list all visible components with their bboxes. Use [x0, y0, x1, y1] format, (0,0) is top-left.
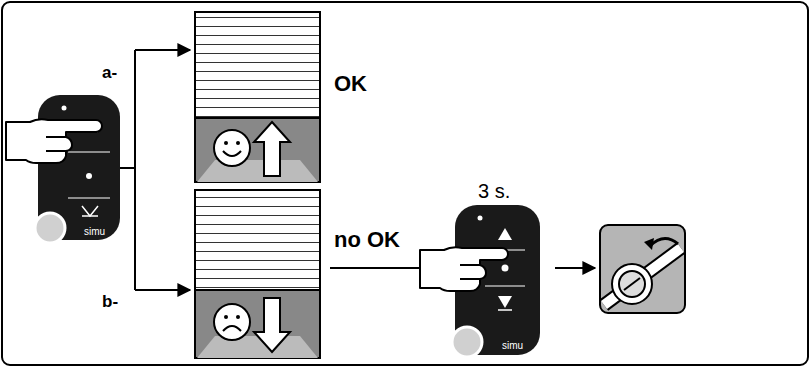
branch-arrows — [120, 50, 190, 290]
branch-label: a- — [102, 64, 117, 83]
remote-control — [35, 95, 120, 243]
shutter-down — [195, 190, 320, 358]
hand — [420, 247, 508, 291]
branch-label: b- — [102, 293, 118, 312]
flow-arrow — [555, 267, 595, 269]
brand-logo: simu — [502, 340, 523, 351]
status-label: no OK — [334, 228, 400, 252]
hand — [6, 119, 102, 163]
duration-label: 3 s. — [478, 180, 510, 202]
status-label: OK — [334, 72, 367, 96]
brand-logo: simu — [84, 226, 105, 237]
shutter-up — [195, 12, 320, 182]
motor-head-icon — [600, 225, 685, 313]
